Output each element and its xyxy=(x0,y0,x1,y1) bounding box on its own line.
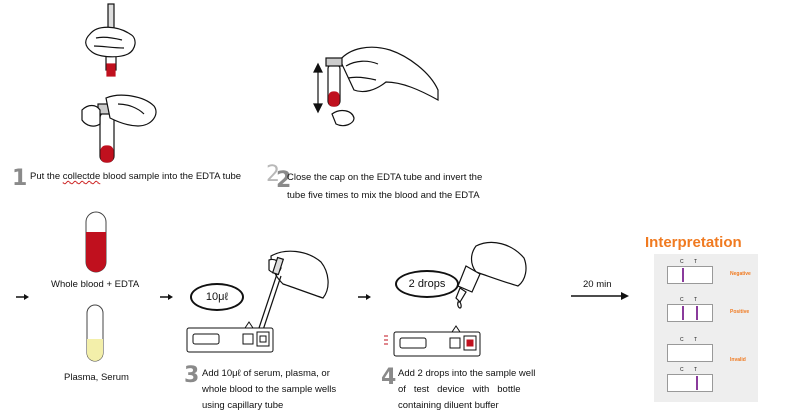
step4-illustration xyxy=(384,241,527,357)
positive-strip xyxy=(667,304,713,322)
whole-blood-label: Whole blood + EDTA xyxy=(51,279,140,290)
c-label: C xyxy=(680,297,684,303)
step2-text-line2: tube five times to mix the blood and the… xyxy=(287,190,480,201)
negative-strip xyxy=(667,266,713,284)
hand-icon xyxy=(470,241,527,287)
arrow-icon xyxy=(160,294,173,300)
result-invalid-label: Invalid xyxy=(730,357,746,363)
step4-number: 4 xyxy=(381,365,397,390)
test-line xyxy=(696,376,698,390)
step2-number: 2 xyxy=(276,168,292,193)
result-positive-label: Positive xyxy=(730,309,750,315)
volume-label: 10μℓ xyxy=(205,291,229,303)
invalid-strip-1 xyxy=(667,344,713,362)
syringe-hand-icon xyxy=(85,3,136,77)
result-negative-label: Negative xyxy=(730,271,751,277)
hand-icon xyxy=(339,46,439,102)
test-device-icon xyxy=(393,325,481,357)
c-label: C xyxy=(680,367,684,373)
step2-text-line1: Close the cap on the EDTA tube and inver… xyxy=(287,172,483,183)
step4-text-line1: Add 2 drops into the sample well xyxy=(398,368,536,379)
long-arrow-icon xyxy=(571,292,629,300)
interpretation-title: Interpretation xyxy=(645,234,742,251)
invert-arrow-icon xyxy=(313,62,323,114)
t-label: T xyxy=(694,297,698,303)
step3-text-line3: using capillary tube xyxy=(202,400,284,411)
step3-number: 3 xyxy=(184,363,200,388)
control-line xyxy=(682,306,684,320)
test-device-icon xyxy=(186,321,274,353)
capillary-tube-icon xyxy=(258,273,278,329)
device-marker xyxy=(384,335,388,345)
drops-bubble: 2 drops xyxy=(395,270,459,298)
volume-bubble: 10μℓ xyxy=(190,283,244,311)
step1-text: Put the collectde blood sample into the … xyxy=(30,171,242,182)
step4-text-line3: containing diluent buffer xyxy=(398,400,499,411)
plasma-serum-label: Plasma, Serum xyxy=(64,372,129,383)
step1-illustration xyxy=(81,3,157,163)
c-label: C xyxy=(680,337,684,343)
plasma-tube-icon xyxy=(86,304,104,362)
whole-blood-tube-icon xyxy=(85,211,107,273)
arrow-icon xyxy=(358,294,371,300)
hand-icon xyxy=(270,250,329,299)
step3-illustration xyxy=(186,250,329,353)
tube-hand-icon xyxy=(81,94,157,163)
step4-text-line2: of test device with bottle xyxy=(398,384,521,395)
step2-illustration xyxy=(313,46,439,127)
timer-label: 20 min xyxy=(583,279,612,290)
dropper-bottle-icon xyxy=(457,265,481,293)
step2-number-ghost: 2 xyxy=(266,162,280,187)
step3-text-line2: whole blood to the sample wells xyxy=(202,384,337,395)
invalid-strip-2 xyxy=(667,374,713,392)
arrow-icon xyxy=(16,294,29,300)
t-label: T xyxy=(694,337,698,343)
t-label: T xyxy=(694,367,698,373)
step3-text-line1: Add 10μℓ of serum, plasma, or xyxy=(202,368,330,379)
test-line xyxy=(696,306,698,320)
step1-number: 1 xyxy=(12,166,28,191)
c-label: C xyxy=(680,259,684,265)
control-line xyxy=(682,268,684,282)
t-label: T xyxy=(694,259,698,265)
drops-label: 2 drops xyxy=(408,278,446,290)
